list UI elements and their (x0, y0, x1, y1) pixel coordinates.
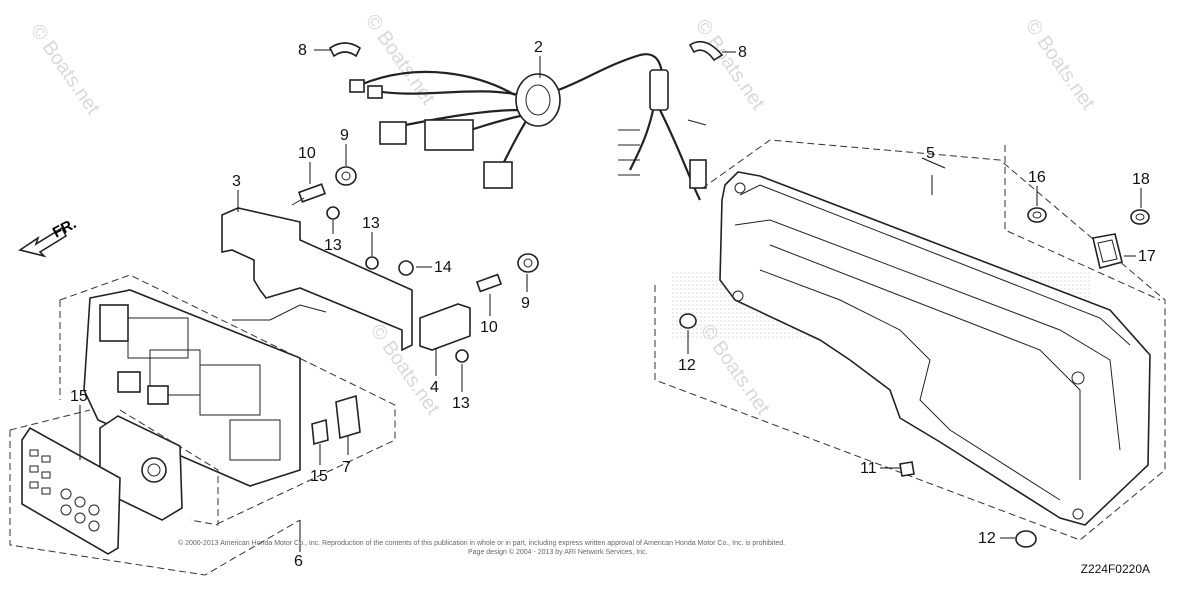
callout-5: 5 (926, 145, 935, 162)
copyright-line-1: © 2000-2013 American Honda Motor Co., In… (178, 540, 786, 547)
control-box-case (654, 139, 1166, 541)
callout-2: 2 (534, 39, 543, 56)
wire-clamp (328, 42, 362, 58)
watermark: © Boats.net (1021, 15, 1099, 114)
callout-10: 10 (298, 145, 316, 162)
callout-17: 17 (1138, 248, 1156, 265)
callout-7: 7 (342, 459, 351, 476)
callout-6: 6 (294, 553, 303, 570)
callout-15b: 15 (70, 388, 88, 405)
connector-15 (311, 418, 329, 446)
callout-9b: 9 (521, 295, 530, 312)
callout-13c: 13 (452, 395, 470, 412)
fasteners (291, 166, 539, 363)
callout-11: 11 (860, 460, 877, 477)
callout-13: 13 (324, 237, 342, 254)
callout-15: 15 (310, 468, 328, 485)
callout-12b: 12 (978, 530, 996, 547)
copyright-line-2: Page design © 2004 - 2013 by ARI Network… (468, 549, 648, 556)
callout-13b: 13 (362, 215, 380, 232)
diagram-code: Z224F0220A (1080, 562, 1150, 576)
bracket-4 (419, 303, 471, 351)
bracket-3 (221, 207, 413, 352)
callout-14: 14 (434, 259, 452, 276)
front-direction-arrow: FR. (18, 215, 79, 258)
copyright-notice: © 2000-2013 American Honda Motor Co., In… (178, 539, 998, 557)
leader-lines (79, 49, 1142, 552)
wire-clamp (688, 40, 724, 62)
callout-10b: 10 (480, 319, 498, 336)
watermark: © Boats.net (26, 20, 104, 119)
wire-harness (349, 53, 707, 201)
callout-3: 3 (232, 173, 241, 190)
callout-numbers: 2 3 4 5 6 7 8 8 9 9 10 10 11 12 12 13 13… (70, 39, 1156, 570)
callout-12: 12 (678, 357, 696, 374)
callout-4: 4 (430, 379, 439, 396)
callout-9: 9 (340, 127, 349, 144)
callout-8: 8 (298, 42, 307, 59)
callout-16: 16 (1028, 169, 1046, 186)
control-panel-assembly (9, 274, 396, 576)
small-case-parts (679, 207, 1150, 548)
callout-8b: 8 (738, 44, 747, 61)
watermark: © Boats.net (691, 15, 769, 114)
callout-18: 18 (1132, 171, 1150, 188)
connector-7 (335, 394, 361, 440)
